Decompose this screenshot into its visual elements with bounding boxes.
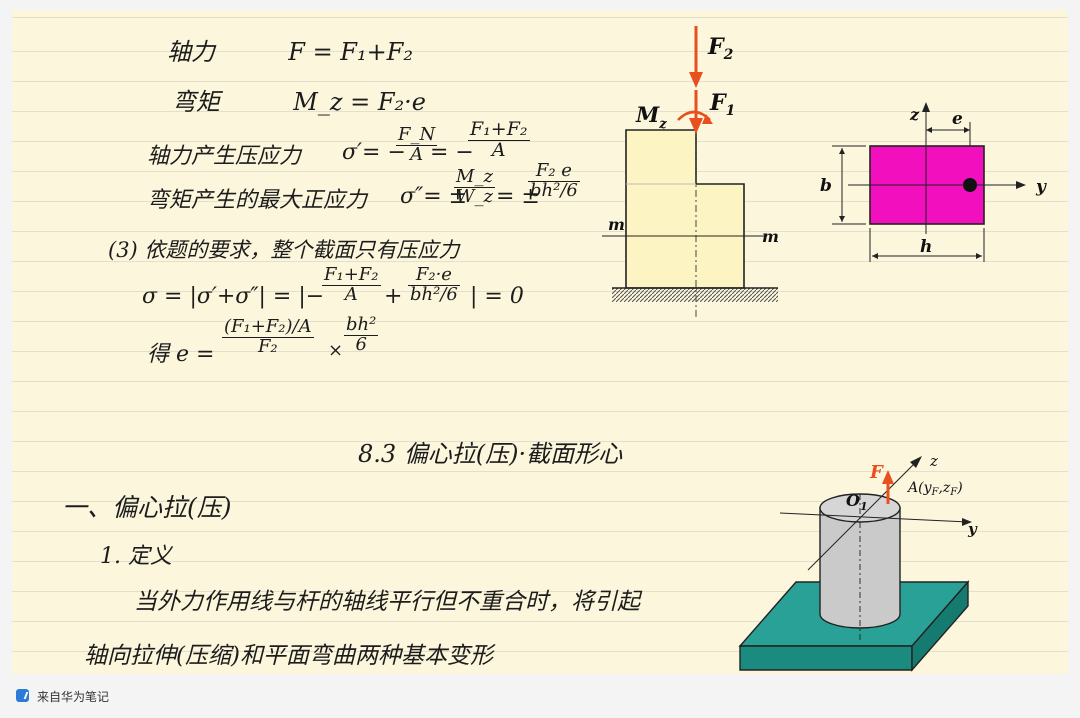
note-line-bending-moment: 弯矩 M_z = F₂·e <box>172 82 426 117</box>
note-line-axial-force: 轴力 F = F₁+F₂ <box>167 32 413 67</box>
footer-source-text: 来自华为笔记 <box>37 690 110 704</box>
note-line-result-lhs: 得 e = <box>147 342 215 367</box>
label-a-point: A(yF,zF) <box>906 480 963 498</box>
definition-line-2: 轴向拉伸(压缩)和平面弯曲两种基本变形 <box>84 643 493 669</box>
formula: F = F₁+F₂ <box>288 38 413 66</box>
label-e: e <box>952 109 963 129</box>
label-m-right: m <box>762 227 779 246</box>
note-page: 轴力 F = F₁+F₂ 弯矩 M_z = F₂·e 轴力产生压应力 σ′= −… <box>12 10 1068 674</box>
note-line-result-times: × <box>328 340 344 361</box>
load-point <box>963 178 977 192</box>
fraction-total-f2e-bh2: F₂·e bh²/6 <box>408 264 460 305</box>
label-z-axis: z <box>929 452 938 470</box>
label-h: h <box>920 237 932 257</box>
formula: M_z = F₂·e <box>293 88 426 116</box>
note-line-total-stress-lhs: σ = |σ′+σ″| = |− <box>142 284 325 309</box>
fraction-f1f2-a: F₁+F₂ A <box>468 118 530 161</box>
diagram-cross-section: z e b y h <box>820 102 1047 262</box>
moment-mz-icon <box>677 110 713 124</box>
heading-eccentric-tension: 一、偏心拉(压) <box>62 493 232 522</box>
note-line-max-normal-stress-mid: = ± <box>496 184 540 209</box>
label-z: z <box>909 105 920 124</box>
label: 弯矩 <box>172 88 220 116</box>
note-line-total-stress-rhs: | = 0 <box>470 284 524 309</box>
note-line-total-stress-plus: + <box>384 284 403 309</box>
ground-hatch <box>612 288 778 302</box>
heading-definition: 1. 定义 <box>100 544 172 569</box>
fraction-total-f1f2-a: F₁+F₂ A <box>322 264 381 305</box>
diagram-3d-cylinder: F A(yF,zF) O1 z y <box>738 452 978 672</box>
label-mz: Mz <box>635 102 667 132</box>
label-o1: O1 <box>846 491 868 513</box>
label-m-left: m <box>608 215 625 234</box>
section-title: 8.3 偏心拉(压)·截面形心 <box>358 440 623 468</box>
axis-z <box>807 459 919 571</box>
label-b: b <box>820 176 832 196</box>
label: 轴力 <box>167 38 215 66</box>
note-line-compressive-stress-lhs: σ′= − <box>342 140 406 165</box>
label-y-axis: y <box>967 520 978 538</box>
label-f: F <box>869 462 884 483</box>
fraction-result-bh2-6: bh² 6 <box>344 314 379 355</box>
note-line-max-normal-stress-label: 弯矩产生的最大正应力 <box>147 188 368 213</box>
label-f1: F1 <box>709 90 735 119</box>
arrow-f2 <box>689 26 703 88</box>
column-body <box>602 129 766 289</box>
note-line-compressive-stress-label: 轴力产生压应力 <box>147 144 302 169</box>
definition-line-1: 当外力作用线与杆的轴线平行但不重合时，将引起 <box>134 589 640 615</box>
label-f2: F2 <box>707 34 734 63</box>
footer-bar: 来自华为笔记 <box>0 674 1080 718</box>
note-line-compressive-stress-mid: = − <box>430 140 474 165</box>
fraction-fn-a: F_N A <box>396 124 438 165</box>
arrow-f <box>882 470 894 504</box>
axis-y <box>779 512 969 523</box>
arrow-f1 <box>689 90 703 134</box>
diagram-stepped-column: F2 F1 Mz m m <box>602 26 779 320</box>
fraction-mz-wz: M_z W_z <box>454 166 495 207</box>
fraction-f2e-bh2: F₂ e bh²/6 <box>528 160 580 201</box>
note-line-max-normal-stress-lhs: σ″= ± <box>400 184 468 209</box>
huawei-notes-icon <box>16 689 29 702</box>
label-y: y <box>1035 177 1047 197</box>
note-line-requirement: (3) 依题的要求，整个截面只有压应力 <box>108 238 460 262</box>
fraction-result-main: (F₁+F₂)/A F₂ <box>222 316 314 357</box>
